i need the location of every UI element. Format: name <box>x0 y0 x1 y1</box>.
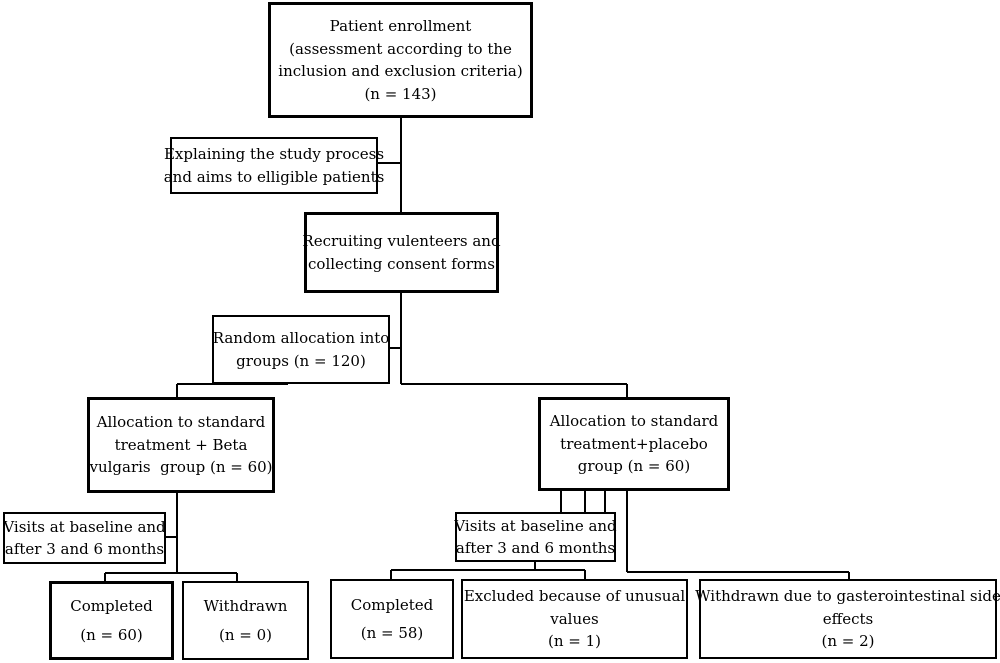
beta-line-2: treatment + Beta <box>114 435 248 454</box>
random-allocation-box: Random allocation into groups (n = 120) <box>212 315 390 384</box>
visits-left-line-2: after 3 and 6 months <box>4 540 165 558</box>
explaining-line-1: Explaining the study process <box>163 145 385 163</box>
explaining-line-2: and aims to elligible patients <box>163 167 385 186</box>
visits-box-right: Visits at baseline and after 3 and 6 mon… <box>454 512 617 562</box>
completed-right-label: Completed <box>350 595 434 614</box>
enrollment-title: Patient enrollment <box>329 17 472 35</box>
withdrawn-right-count: (n = 2) <box>821 632 875 651</box>
completed-left-label: Completed <box>70 597 153 615</box>
withdrawn-right-box: Withdrawn due to gasterointestinal side … <box>695 579 1000 659</box>
placebo-line-1: Allocation to standard <box>549 412 719 431</box>
enrollment-count: (n = 143) <box>364 84 437 103</box>
recruiting-box: Recruiting vulenteers and collecting con… <box>302 212 501 293</box>
explaining-box: Explaining the study process and aims to… <box>164 137 384 194</box>
withdrawn-right-line-2: effects <box>822 609 874 628</box>
withdrawn-left-count: (n = 0) <box>218 625 272 644</box>
recruiting-line-2: collecting consent forms <box>308 254 495 273</box>
withdrawn-left-label: Withdrawn <box>203 597 288 615</box>
completed-left-box: Completed (n = 60) <box>49 581 174 660</box>
beta-line-1: Allocation to standard <box>96 413 266 432</box>
excluded-count: (n = 1) <box>547 632 601 651</box>
excluded-right-box: Excluded because of unusual values (n = … <box>461 579 688 659</box>
beta-line-3: vulgaris group (n = 60) <box>89 458 273 477</box>
visits-box-left: Visits at baseline and after 3 and 6 mon… <box>3 512 166 564</box>
placebo-group-box: Allocation to standard treatment+placebo… <box>538 397 730 491</box>
enrollment-box: Patient enrollment (assessment according… <box>268 2 533 118</box>
random-line-2: groups (n = 120) <box>236 351 366 370</box>
completed-right-box: Completed (n = 58) <box>330 579 454 659</box>
random-line-1: Random allocation into <box>212 329 390 347</box>
completed-left-count: (n = 60) <box>80 625 143 644</box>
withdrawn-left-box: Withdrawn (n = 0) <box>182 581 309 660</box>
excluded-line-2: values <box>550 609 599 628</box>
visits-right-line-2: after 3 and 6 months <box>455 539 616 557</box>
placebo-line-2: treatment+placebo <box>560 434 708 453</box>
visits-left-line-1: Visits at baseline and <box>3 517 166 536</box>
completed-right-count: (n = 58) <box>360 624 424 642</box>
excluded-line-1: Excluded because of unusual <box>463 587 686 606</box>
beta-vulgaris-group-box: Allocation to standard treatment + Beta … <box>87 397 275 493</box>
visits-right-line-1: Visits at baseline and <box>454 516 617 535</box>
enrollment-line-3: inclusion and exclusion criteria) <box>278 62 523 80</box>
enrollment-line-2: (assessment according to the <box>289 39 512 58</box>
recruiting-line-1: Recruiting vulenteers and <box>302 232 501 250</box>
withdrawn-right-line-1: Withdrawn due to gasterointestinal side <box>695 587 1000 606</box>
placebo-line-3: group (n = 60) <box>577 457 691 476</box>
